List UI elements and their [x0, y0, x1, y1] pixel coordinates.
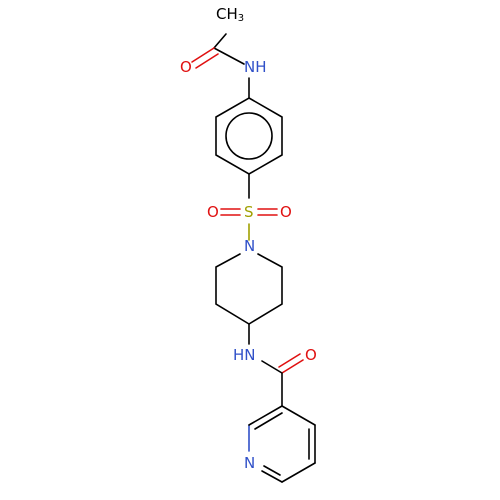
atom-s-sulfonyl: S	[244, 203, 254, 221]
atom-o-acetyl: O	[180, 58, 192, 76]
atom-nh-bottom: HN	[233, 346, 256, 364]
bond-carbonyl-nh	[213, 47, 245, 65]
bond-methyl-carbonyl	[213, 33, 227, 49]
bond-carbonyl-o-bottom-1	[281, 359, 304, 374]
nicotinamide-group	[261, 353, 304, 407]
pyr-bond-6	[248, 405, 283, 426]
atom-o-sulfonyl-left: O	[207, 203, 219, 221]
acetyl-group	[191, 33, 245, 69]
pyr-bond-4	[261, 470, 283, 483]
atom-o-amide-bottom: O	[305, 346, 317, 364]
bond-carbonyl-o-1	[191, 47, 215, 63]
bond-carbonyl-o-2	[195, 53, 219, 69]
sulfonyl-group	[220, 208, 278, 241]
atom-nh-top: NH	[244, 58, 267, 76]
pyr-bond-3	[281, 462, 316, 483]
bond-nh-carbonyl	[261, 360, 283, 374]
pyridine-ring	[248, 405, 316, 483]
atom-n-piperidine: N	[244, 237, 255, 255]
benzene-ring	[215, 97, 283, 175]
atom-n-pyridine: N	[244, 454, 255, 472]
bond-carbonyl-o-bottom-2	[278, 353, 301, 368]
atom-methyl: CH3	[216, 5, 244, 24]
piperidine-ring-outline	[215, 253, 283, 325]
piperidine-ring	[215, 253, 283, 325]
benzene-aromatic-circle	[225, 112, 273, 160]
pyr-bond-1	[281, 405, 316, 426]
pyr-bond-6-inner	[254, 412, 283, 430]
pyr-bond-4-inner	[263, 465, 281, 476]
atom-o-sulfonyl-right: O	[280, 203, 292, 221]
